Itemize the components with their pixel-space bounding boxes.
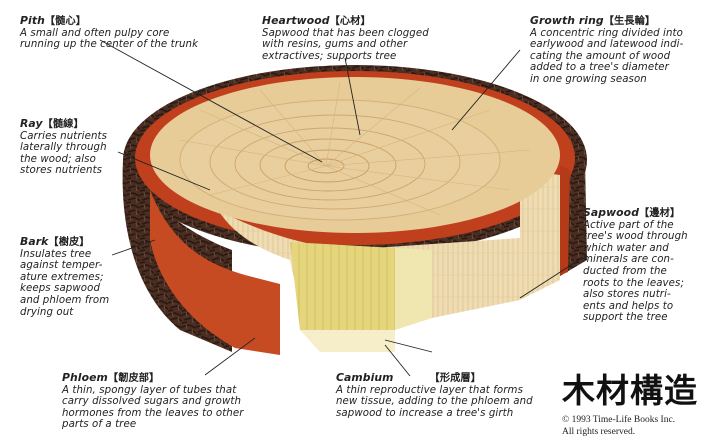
- label-phloem-jp: 【韌皮部】: [107, 373, 160, 384]
- label-ray-title: Ray: [20, 117, 43, 130]
- label-heartwood: Heartwood【心材】 Sapwood that has been clog…: [262, 15, 452, 62]
- label-pith-title: Pith: [20, 14, 45, 27]
- label-phloem-desc: A thin, spongy layer of tubes that carry…: [62, 384, 244, 431]
- copyright-credit: © 1993 Time-Life Books Inc. All rights r…: [562, 414, 675, 438]
- label-cambium: Cambium 【形成層】 A thin reproductive layer t…: [336, 372, 561, 419]
- label-pith-jp: 【髄心】: [44, 16, 87, 27]
- label-growth-ring-title: Growth ring: [530, 14, 604, 27]
- label-sapwood: Sapwood【邊材】 Active part of the tree's wo…: [583, 207, 718, 324]
- label-heartwood-title: Heartwood: [262, 14, 330, 27]
- leader-lines: [99, 39, 583, 377]
- label-heartwood-desc: Sapwood that has been clogged with resin…: [262, 27, 429, 62]
- label-ray-jp: 【髄線】: [42, 119, 84, 130]
- credit-line-1: © 1993 Time-Life Books Inc.: [562, 415, 676, 425]
- label-bark-jp: 【樹皮】: [48, 237, 90, 248]
- label-growth-ring-desc: A concentric ring divided into earlywood…: [530, 27, 684, 85]
- label-sapwood-title: Sapwood: [583, 206, 640, 219]
- diagram-title: 木材構造: [562, 371, 698, 410]
- label-sapwood-desc: Active part of the tree's wood through w…: [583, 219, 688, 324]
- label-heartwood-jp: 【心材】: [329, 16, 371, 27]
- label-pith-desc: A small and often pulpy core running up …: [20, 27, 199, 51]
- label-sapwood-jp: 【邊材】: [639, 208, 681, 219]
- credit-line-2: All rights reserved.: [562, 427, 636, 437]
- label-ray: Ray【髄線】 Carries nutrients laterally thro…: [20, 118, 140, 177]
- label-cambium-desc: A thin reproductive layer that forms new…: [336, 384, 533, 419]
- inner-cut: [290, 242, 432, 352]
- label-phloem: Phloem【韌皮部】 A thin, spongy layer of tube…: [62, 372, 292, 431]
- label-bark-title: Bark: [20, 235, 49, 248]
- label-pith: Pith【髄心】 A small and often pulpy core ru…: [20, 15, 240, 51]
- label-cambium-title: Cambium: [336, 371, 394, 384]
- label-growth-ring: Growth ring【生長輪】 A concentric ring divid…: [530, 15, 715, 86]
- label-bark-desc: Insulates tree against temper- ature ext…: [20, 248, 110, 318]
- label-bark: Bark【樹皮】 Insulates tree against temper- …: [20, 236, 140, 318]
- heartwood-top: [150, 77, 560, 233]
- label-phloem-title: Phloem: [62, 371, 108, 384]
- label-ray-desc: Carries nutrients laterally through the …: [20, 130, 108, 177]
- label-cambium-jp: 【形成層】: [429, 373, 481, 384]
- label-growth-ring-jp: 【生長輪】: [603, 16, 656, 27]
